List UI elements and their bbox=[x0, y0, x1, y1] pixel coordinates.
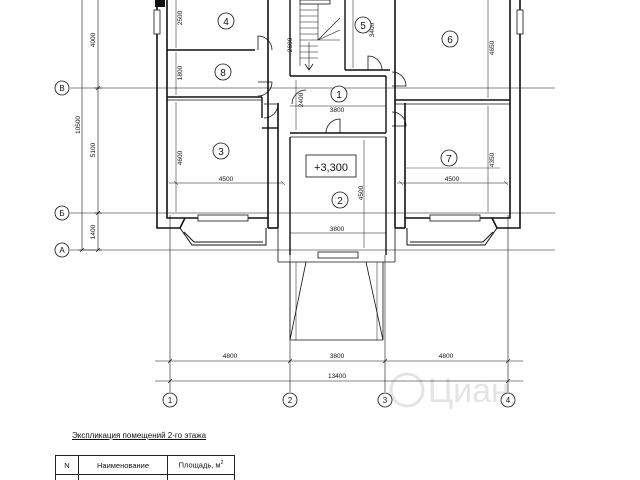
watermark-logo-icon bbox=[389, 372, 425, 408]
level-mark-box bbox=[305, 154, 357, 178]
dim-bottom-right: 4800 bbox=[439, 353, 454, 360]
room-bubble-2 bbox=[331, 191, 349, 209]
dim-left-bottom: 1400 bbox=[90, 224, 97, 239]
room-bubble-8 bbox=[214, 63, 232, 81]
outer-wall-right-inner bbox=[492, 0, 511, 219]
axis-label-3: 3 bbox=[383, 396, 388, 405]
dim-room2-w: 3800 bbox=[330, 226, 345, 233]
room-number-7: 7 bbox=[446, 154, 452, 165]
room-bubble-7 bbox=[440, 149, 458, 167]
window-room3 bbox=[197, 214, 249, 222]
dim-bottom-mid: 3800 bbox=[330, 353, 345, 360]
dim-room6-h: 4650 bbox=[489, 40, 496, 55]
window-room7 bbox=[429, 214, 481, 222]
axis-bubble-4 bbox=[500, 392, 516, 408]
legend-header-row: N Наименование Площадь, м2 bbox=[55, 455, 235, 475]
bay-window-left bbox=[179, 227, 267, 246]
legend-table: N Наименование Площадь, м2 bbox=[55, 455, 235, 480]
watermark: Циан bbox=[389, 372, 510, 410]
axis-label-b: Б bbox=[59, 209, 64, 218]
door-room8 bbox=[257, 81, 273, 97]
legend-col-name: Наименование bbox=[78, 455, 168, 475]
door-room3 bbox=[263, 103, 279, 119]
watermark-text: Циан bbox=[428, 372, 510, 410]
dim-hall-w: 3800 bbox=[330, 107, 345, 114]
legend-col-area: Площадь, м2 bbox=[167, 455, 235, 475]
dim-left-total: 10500 bbox=[75, 116, 82, 134]
axis-label-4: 4 bbox=[506, 396, 511, 405]
window-right-wall bbox=[516, 9, 524, 35]
door-room4 bbox=[257, 35, 273, 51]
axis-bubble-a bbox=[54, 242, 70, 258]
level-mark: +3,300 bbox=[314, 162, 348, 174]
axis-bubble-2 bbox=[282, 392, 298, 408]
window-stair bbox=[299, 0, 331, 5]
dim-stair-h: 2600 bbox=[287, 37, 294, 52]
door-room2 bbox=[325, 118, 341, 134]
outer-wall-left-inner bbox=[166, 0, 185, 219]
dim-room7-w: 4500 bbox=[445, 176, 460, 183]
room-number-3: 3 bbox=[218, 147, 224, 158]
dim-room7-h: 4350 bbox=[489, 152, 496, 167]
axis-label-v: В bbox=[59, 84, 64, 93]
room-bubble-1 bbox=[330, 85, 348, 103]
canopy-right bbox=[365, 261, 384, 341]
room-number-2: 2 bbox=[337, 196, 343, 207]
dim-left-top: 4000 bbox=[90, 32, 97, 47]
room-number-5: 5 bbox=[360, 21, 366, 32]
legend-col-area-sup: 2 bbox=[220, 460, 224, 467]
outer-wall-right bbox=[497, 0, 521, 229]
dim-bottom-left: 4800 bbox=[223, 353, 238, 360]
axis-bubble-3 bbox=[377, 392, 393, 408]
dim-room5-h: 3400 bbox=[369, 22, 376, 37]
dim-room3-w: 4500 bbox=[219, 176, 234, 183]
dim-room8-h: 1800 bbox=[177, 65, 184, 80]
door-room7 bbox=[391, 111, 407, 127]
outer-wall-left bbox=[156, 0, 180, 229]
bay-window-right bbox=[406, 227, 498, 246]
room-bubble-4 bbox=[217, 12, 235, 30]
canopy-left bbox=[289, 261, 307, 341]
room-bubble-5 bbox=[354, 16, 372, 34]
axis-label-2: 2 bbox=[288, 396, 293, 405]
legend-title: Экспликация помещений 2-го этажа bbox=[72, 431, 207, 440]
door-room6 bbox=[391, 71, 407, 87]
room-number-8: 8 bbox=[220, 68, 226, 79]
dim-left-mid: 5100 bbox=[90, 142, 97, 157]
room-number-1: 1 bbox=[336, 90, 342, 101]
corner-mark bbox=[155, 0, 165, 7]
legend-col-area-label: Площадь, м bbox=[178, 460, 221, 470]
dim-hall-h: 2400 bbox=[298, 92, 305, 107]
legend-empty-row bbox=[55, 474, 235, 480]
axis-label-1: 1 bbox=[168, 396, 173, 405]
window-left-wall bbox=[153, 9, 161, 35]
room-bubble-3 bbox=[212, 142, 230, 160]
dim-room3-h: 4600 bbox=[177, 150, 184, 165]
door-room5 bbox=[367, 55, 383, 71]
legend-col-n: N bbox=[55, 455, 79, 475]
axis-bubble-v bbox=[54, 80, 70, 96]
room-bubble-6 bbox=[441, 30, 459, 48]
dim-room4-h: 2500 bbox=[177, 10, 184, 25]
window-room2 bbox=[317, 251, 359, 259]
axis-label-a: А bbox=[59, 246, 65, 255]
dim-room2-h: 4500 bbox=[358, 185, 365, 200]
room-number-6: 6 bbox=[447, 35, 453, 46]
staircase bbox=[299, 4, 341, 71]
axis-bubble-b bbox=[54, 205, 70, 221]
axis-bubble-1 bbox=[162, 392, 178, 408]
room-number-4: 4 bbox=[223, 17, 229, 28]
dim-bottom-total: 13400 bbox=[328, 373, 346, 380]
